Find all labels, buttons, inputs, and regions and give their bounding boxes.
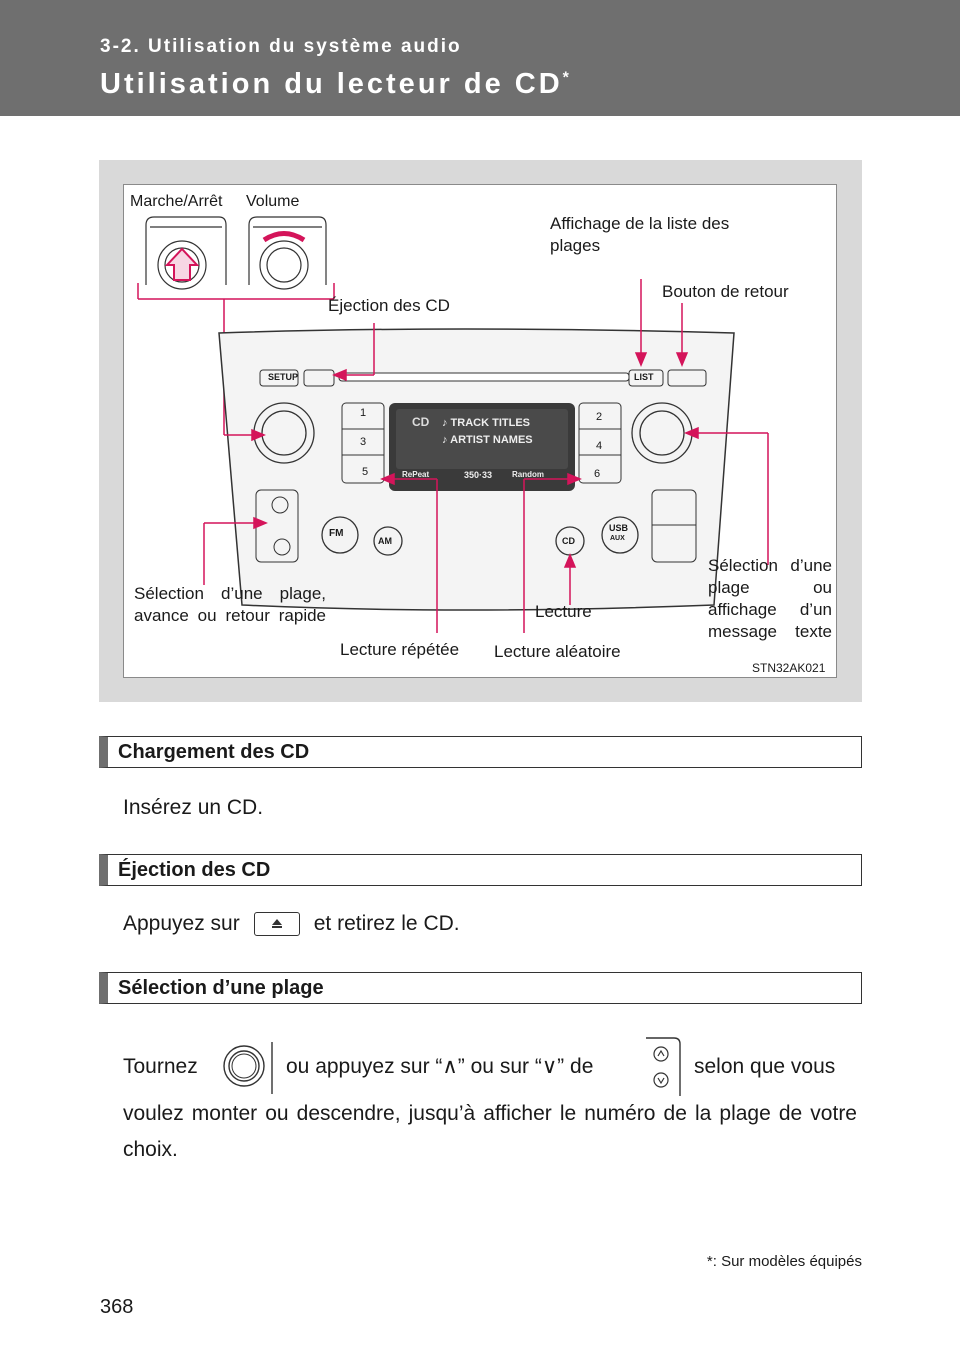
label-select-text: Sélection d’une plage ou affichage d’un … [708,556,832,641]
am-button: AM [378,536,392,546]
setup-button: SETUP [268,372,299,382]
label-select-track-ff: Sélection d’une plage, avance ou retour … [134,584,326,625]
cd-button: CD [562,536,575,546]
power-knob-inset [145,216,227,290]
audio-unit-illustration [137,216,769,633]
footnote: *: Sur modèles équipés [706,1253,862,1270]
display-track-titles: ♪ TRACK TITLES [442,417,530,429]
heading-eject-text: Éjection des CD [118,859,271,881]
text-eject-after: et retirez le CD. [313,912,460,935]
preset-1: 1 [360,407,367,419]
label-random: Lecture aléatoire [494,642,621,661]
aux-label: AUX [610,535,625,542]
audio-unit-figure: SETUP LIST 1 2 3 4 5 6 FM AM CD USB AUX … [123,184,837,678]
label-repeat: Lecture répétée [340,640,460,659]
section-label: 3-2. Utilisation du système audio [100,36,462,57]
section-heading-loading: Chargement des CD [99,736,862,768]
text-select-c: selon que vous [694,1055,836,1078]
title-mark: * [562,69,572,87]
heading-loading-text: Chargement des CD [118,741,310,763]
text-select-a: Tournez [123,1055,198,1078]
usb-button: USB [609,523,629,533]
text-select-b: ou appuyez sur “∧” ou sur “∨” de [286,1055,594,1078]
display-cd: CD [412,415,430,429]
display-time: 350·33 [464,470,493,480]
figure-code: STN32AK021 [752,661,826,675]
text-loading: Insérez un CD. [123,796,264,819]
page-title: Utilisation du lecteur de CD* [100,68,572,101]
preset-6: 6 [594,468,601,480]
preset-3: 3 [360,436,367,448]
page-title-text: Utilisation du lecteur de CD [100,68,563,100]
callout-lines [203,279,769,633]
eject-icon [253,912,300,937]
audio-head-unit [218,328,735,611]
text-eject-before: Appuyez sur [123,912,240,935]
label-eject: Éjection des CD [328,296,450,315]
display-repeat: RePeat [402,470,430,479]
volume-knob-inset [248,216,327,290]
label-play: Lecture [535,602,592,621]
section-heading-select: Sélection d’une plage [99,972,862,1004]
preset-4: 4 [596,440,603,452]
heading-select-text: Sélection d’une plage [118,977,324,999]
page-number: 368 [100,1296,134,1318]
tune-knob-icon [223,1042,273,1094]
display-artist-names: ♪ ARTIST NAMES [442,434,533,446]
fm-button: FM [329,528,344,539]
text-select-line2: voulez monter ou descendre, jusqu’à affi… [123,1102,857,1161]
preset-5: 5 [362,466,369,478]
section-heading-eject: Éjection des CD [99,854,862,886]
seek-up-down-icon [646,1037,681,1096]
label-back-button: Bouton de retour [662,282,789,301]
rotate-arrow-icon [262,231,306,243]
preset-2: 2 [596,411,603,423]
text-eject: Appuyez sur et retirez le CD. [123,906,460,942]
label-track-list: Affichage de la liste des plages [550,214,730,255]
label-power: Marche/Arrêt [130,193,223,210]
label-volume: Volume [246,193,300,210]
header-band: 3-2. Utilisation du système audio Utilis… [0,0,960,116]
list-button: LIST [634,372,654,382]
press-arrow-icon [164,247,200,281]
display-random: Random [512,470,544,479]
